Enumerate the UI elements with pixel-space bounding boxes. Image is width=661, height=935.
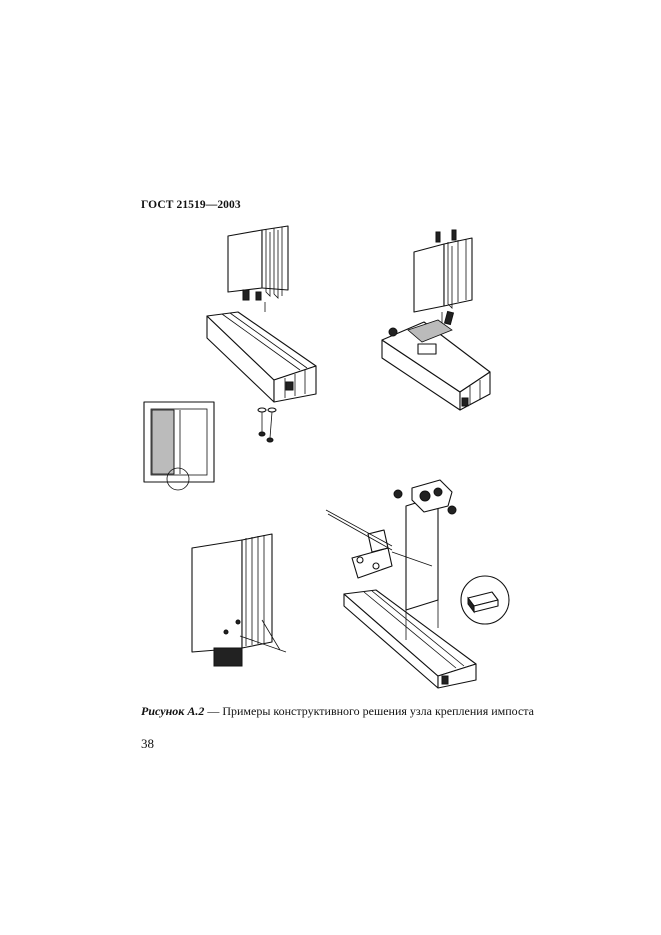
assembly-top-right [381, 229, 491, 411]
assembly-top-left [206, 225, 317, 443]
assembly-bottom-left [191, 533, 287, 667]
document-standard-code: ГОСТ 21519—2003 [141, 199, 241, 211]
figure-caption-label: Рисунок А.2 [141, 704, 205, 718]
assembly-bottom-right [325, 479, 477, 689]
window-frame-locator [143, 401, 215, 491]
screw-icon [257, 407, 277, 443]
insert-detail [460, 575, 510, 625]
figure-caption-text: — Примеры конструктивного решения узла к… [204, 704, 534, 718]
figure-caption: Рисунок А.2 — Примеры конструктивного ре… [141, 704, 534, 719]
page-number: 38 [141, 736, 154, 751]
